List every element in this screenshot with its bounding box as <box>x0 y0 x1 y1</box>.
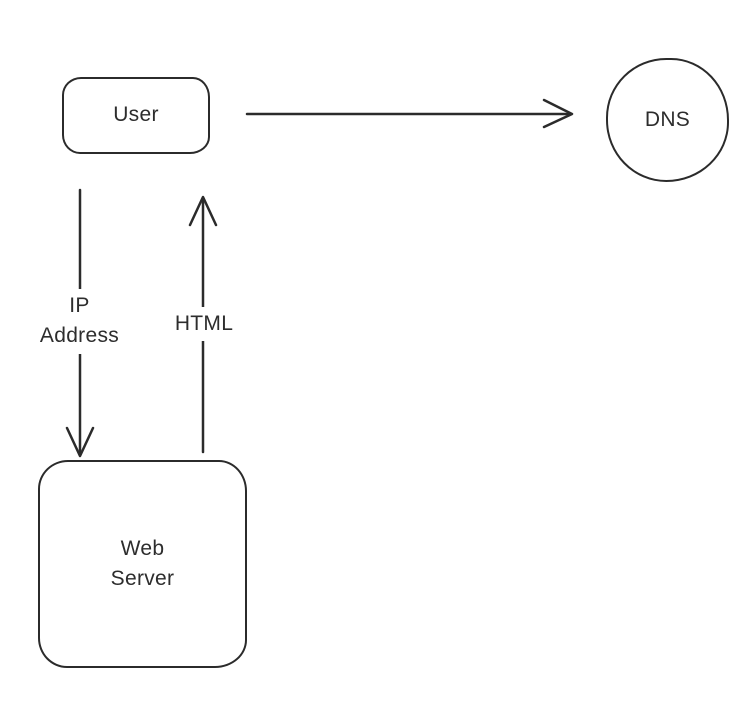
node-user: User <box>62 77 210 154</box>
node-user-label: User <box>113 103 159 127</box>
node-dns: DNS <box>606 58 729 182</box>
node-web-server: Web Server <box>38 460 247 668</box>
arrow-user-to-web-server-head <box>65 426 95 458</box>
node-dns-label: DNS <box>644 107 691 131</box>
arrow-user-to-dns-head <box>542 98 574 129</box>
arrow-user-to-dns <box>245 98 574 129</box>
edge-label-html: HTML <box>164 307 244 342</box>
node-web-server-label: Web Server <box>110 536 175 590</box>
arrow-web-server-to-user-head <box>188 195 218 227</box>
edge-label-ip-address: IP Address <box>29 289 130 354</box>
